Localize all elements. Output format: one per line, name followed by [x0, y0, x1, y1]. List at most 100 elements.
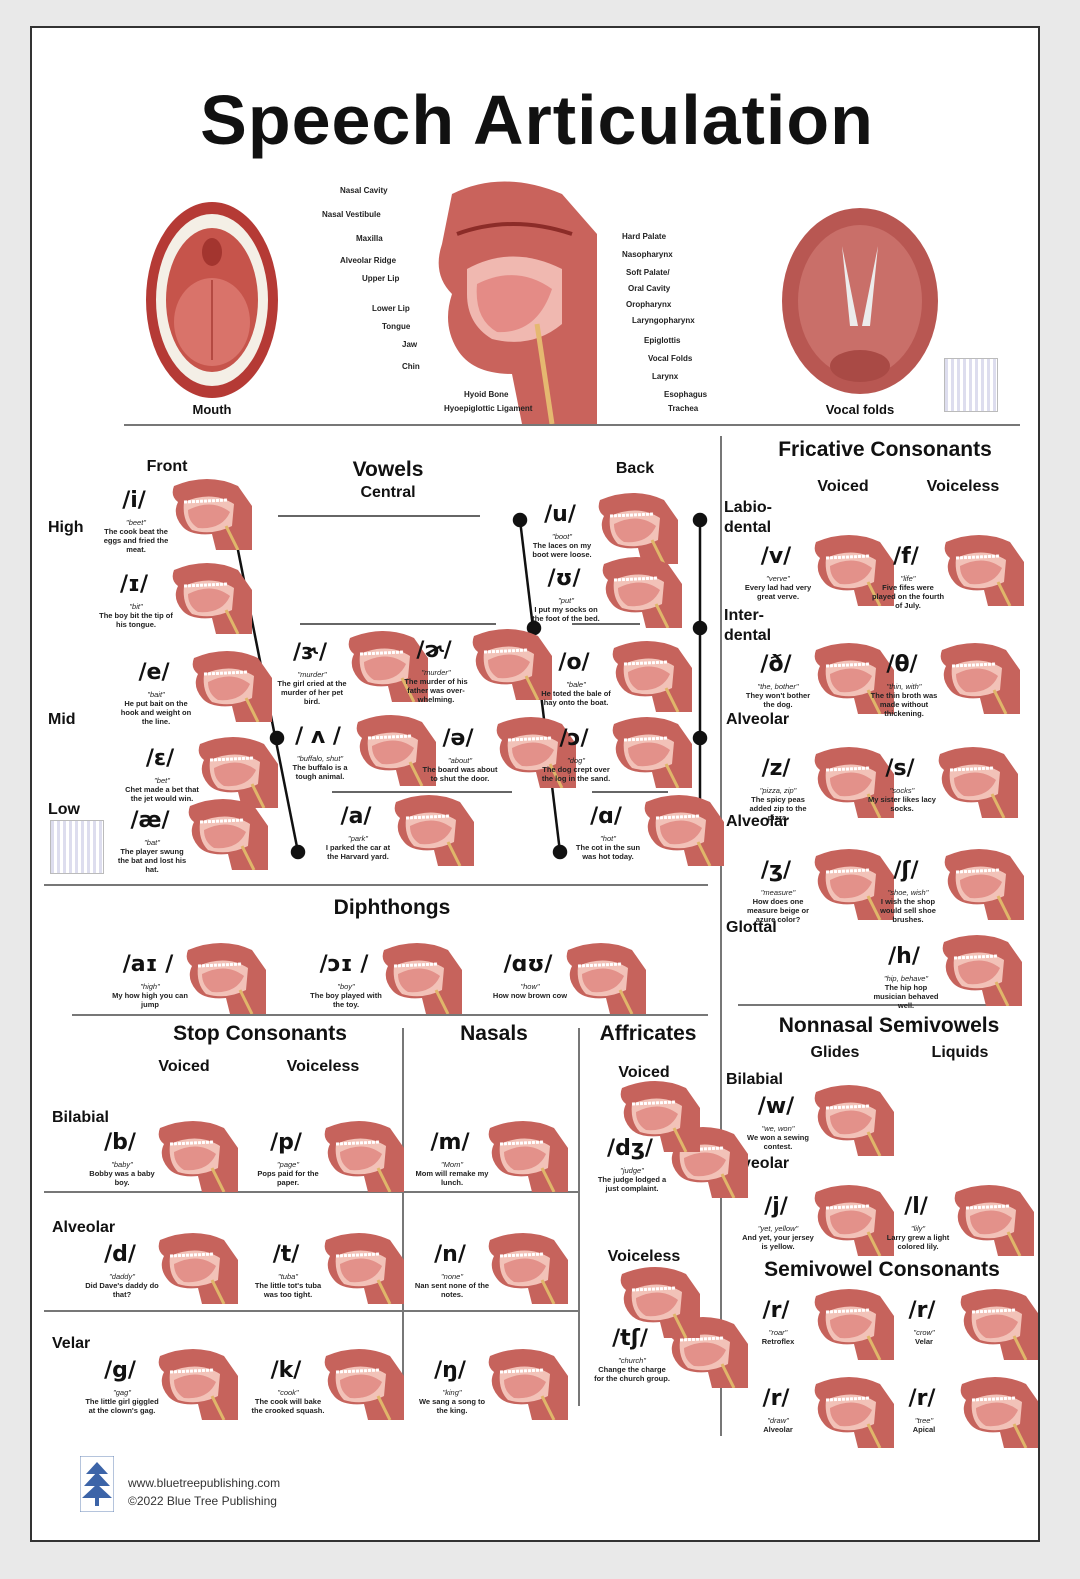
keyword: "boy"	[337, 982, 355, 991]
fric-place-4: Glottal	[726, 919, 777, 936]
anat-left-8: Chin	[402, 362, 420, 371]
mouth-position-icon	[320, 1118, 404, 1192]
phoneme-symbol: /ɑ/	[590, 804, 622, 829]
anat-right-5: Laryngopharynx	[632, 316, 695, 325]
keyword: "park"	[348, 834, 368, 843]
phoneme-symbol: /t/	[272, 1242, 300, 1267]
example-sentence: "verve"Every lad had very great verve.	[740, 574, 816, 601]
anat-right-2: Soft Palate/	[626, 268, 670, 277]
poster-title: Speech Articulation	[200, 81, 874, 159]
sentence-text: The girl cried at the murder of her pet …	[277, 679, 347, 706]
keyword: "how"	[520, 982, 540, 991]
vocal-folds-caption: Vocal folds	[825, 402, 895, 417]
phoneme-symbol: /s/	[885, 756, 915, 781]
anat-left-4: Upper Lip	[362, 274, 400, 283]
keyword: "bat"	[144, 838, 160, 847]
sentence-text: The player swung the bat and lost his ha…	[117, 847, 187, 874]
example-sentence: "bale"He toted the bale of hay onto the …	[538, 680, 614, 707]
phoneme-symbol: /m/	[430, 1130, 470, 1155]
anat-right-10: Trachea	[668, 404, 699, 413]
sentence-text: How does one measure beige or azure colo…	[746, 897, 810, 924]
phoneme-symbol: /i/	[122, 488, 146, 513]
sentence-text: Alveolar	[763, 1425, 793, 1434]
sentence-text: How now brown cow	[492, 991, 568, 1000]
anat-left-7: Jaw	[402, 340, 418, 349]
example-sentence: "tree"Apical	[886, 1416, 962, 1434]
phoneme-symbol: /u/	[544, 502, 576, 527]
sentence-text: Chet made a bet that the jet would win.	[125, 785, 199, 803]
stops-voiceless-header: Voiceless	[286, 1058, 360, 1075]
affricates-voiceless-header: Voiceless	[607, 1248, 681, 1265]
fricatives-voiced-header: Voiced	[817, 478, 869, 495]
example-sentence: "buffalo, shut"The buffalo is a tough an…	[282, 754, 358, 781]
sentence-text: Every lad had very great verve.	[744, 583, 812, 601]
example-sentence: "boy"The boy played with the toy.	[308, 982, 384, 1009]
phoneme-symbol: /ɪ/	[119, 572, 149, 597]
anat-left-1: Nasal Vestibule	[322, 210, 381, 219]
anat-left-0: Nasal Cavity	[340, 186, 388, 195]
example-sentence: "about"The board was about to shut the d…	[422, 756, 498, 783]
keyword: "draw"	[767, 1416, 789, 1425]
example-sentence: "high"My how high you can jump	[112, 982, 188, 1009]
keyword: "socks"	[889, 786, 915, 795]
example-sentence: "how"How now brown cow	[492, 982, 568, 1000]
anat-left-3: Alveolar Ridge	[340, 256, 397, 265]
example-sentence: "murder"The girl cried at the murder of …	[274, 670, 350, 706]
example-sentence: "daddy"Did Dave's daddy do that?	[84, 1272, 160, 1299]
example-sentence: "Mom"Mom will remake my lunch.	[414, 1160, 490, 1187]
mouth-position-icon	[168, 560, 252, 634]
mouth-position-icon	[810, 1374, 894, 1448]
example-sentence: "baby"Bobby was a baby boy.	[84, 1160, 160, 1187]
sentence-text: The cot in the sun was hot today.	[575, 843, 641, 861]
mouth-position-icon	[950, 1182, 1034, 1256]
sentence-text: The murder of his father was over-whelmi…	[404, 677, 468, 704]
sentence-text: I parked the car at the Harvard yard.	[325, 843, 391, 861]
fric-place-1: Inter- dental	[724, 607, 772, 644]
phoneme-symbol: /ʒ/	[760, 858, 792, 883]
mouth-position-icon	[594, 490, 678, 564]
example-sentence: "socks"My sister likes lacy socks.	[864, 786, 940, 813]
example-sentence: "hot"The cot in the sun was hot today.	[570, 834, 646, 861]
glides-header: Glides	[810, 1044, 860, 1061]
example-sentence: "dog"The dog crept over the log in the s…	[538, 756, 614, 783]
liquids-header: Liquids	[931, 1044, 989, 1061]
nasals-title: Nasals	[460, 1022, 528, 1045]
sentence-text: The laces on my boot were loose.	[532, 541, 592, 559]
phoneme-symbol: /ɔ/	[559, 726, 589, 751]
sentence-text: Did Dave's daddy do that?	[85, 1281, 159, 1299]
example-sentence: "king"We sang a song to the king.	[414, 1388, 490, 1415]
vowels-back-header: Back	[615, 460, 655, 477]
keyword: "cook"	[277, 1388, 299, 1397]
mouth-position-icon	[940, 846, 1024, 920]
sentence-text: The buffalo is a tough animal.	[292, 763, 348, 781]
mouth-position-icon	[378, 940, 462, 1014]
mouth-position-icon	[810, 532, 894, 606]
mouth-position-icon	[616, 1078, 700, 1152]
mouth-position-icon	[182, 940, 266, 1014]
example-sentence: "measure"How does one measure beige or a…	[740, 888, 816, 924]
fric-place-2: Alveolar	[726, 711, 790, 728]
example-sentence: "murder"The murder of his father was ove…	[398, 668, 474, 704]
sentence-text: My sister likes lacy socks.	[868, 795, 936, 813]
stop-place-2: Velar	[52, 1335, 91, 1352]
phoneme-symbol: /æ/	[130, 808, 170, 833]
keyword: "roar"	[768, 1328, 788, 1337]
semi-place-0: Bilabial	[726, 1071, 783, 1088]
keyword: "the, bother"	[757, 682, 799, 691]
example-sentence: "draw"Alveolar	[740, 1416, 816, 1434]
keyword: "beet"	[126, 518, 146, 527]
phoneme-symbol: /r/	[908, 1386, 936, 1411]
sentence-text: Larry grew a light colored lily.	[886, 1233, 950, 1251]
sentence-text: We won a sewing contest.	[747, 1133, 809, 1151]
mouth-position-icon	[934, 744, 1018, 818]
vowels-mid-label: Mid	[48, 711, 76, 728]
mouth-position-icon	[810, 846, 894, 920]
sentence-text: The boy bit the tip of his tongue.	[99, 611, 173, 629]
anat-bottom-0: Hyoid Bone	[464, 390, 509, 399]
mouth-position-icon	[810, 744, 894, 818]
keyword: "bit"	[129, 602, 143, 611]
example-sentence: "roar"Retroflex	[740, 1328, 816, 1346]
phoneme-symbol: /ə/	[442, 726, 474, 751]
phoneme-symbol: /p/	[270, 1130, 302, 1155]
example-sentence: "boot"The laces on my boot were loose.	[524, 532, 600, 559]
